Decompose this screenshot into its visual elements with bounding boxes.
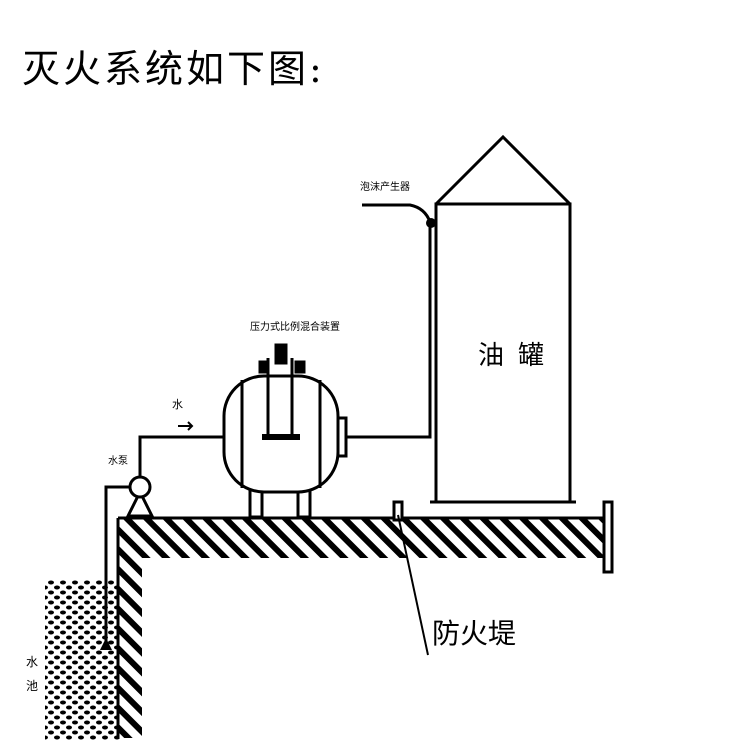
page-title: 灭火系统如下图: <box>22 47 325 91</box>
pump-label: 水泵 <box>108 456 128 467</box>
water-pool <box>45 580 120 740</box>
dike-leader-line <box>397 514 429 656</box>
water-flow-arrow <box>178 421 194 431</box>
proportional-mixer <box>222 343 348 519</box>
oil-tank-label: 油罐 <box>478 341 559 371</box>
foam-generator-label: 泡沫产生器 <box>360 182 410 193</box>
fire-dike-label: 防火堤 <box>432 617 517 650</box>
ground <box>116 516 612 738</box>
water-label: 水 <box>172 398 183 411</box>
fire-dike <box>392 500 614 574</box>
pool-label: 水池 <box>26 655 39 693</box>
mixer-label: 压力式比例混合装置 <box>250 322 340 333</box>
oil-tank <box>430 134 576 504</box>
foot-valve <box>100 638 112 650</box>
foam-generator <box>426 218 436 228</box>
pump <box>125 475 155 518</box>
